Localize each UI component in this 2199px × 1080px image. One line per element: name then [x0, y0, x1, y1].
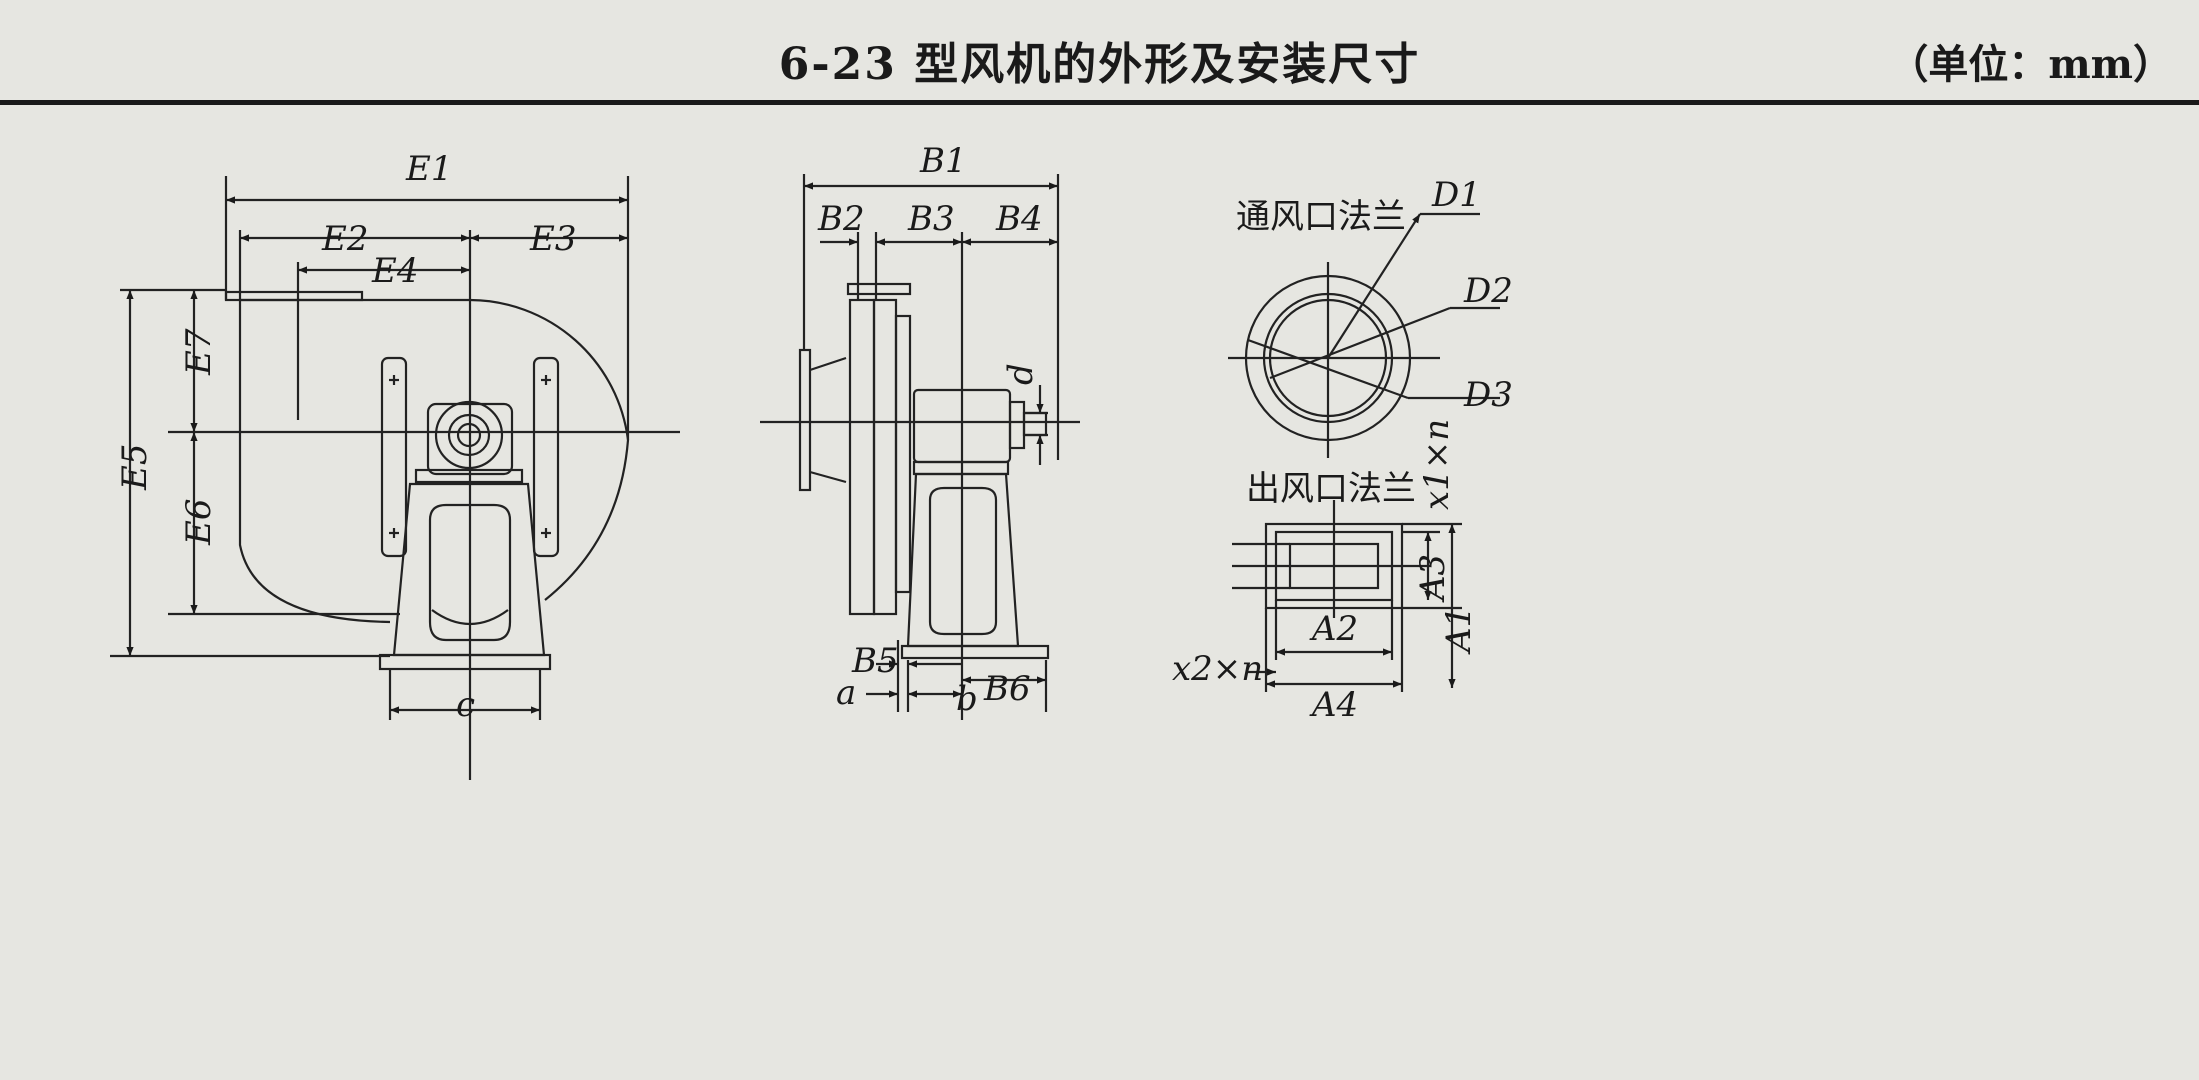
label-x2n: x2×n: [1172, 649, 1263, 689]
label-b: b: [956, 679, 978, 719]
label-c: c: [456, 685, 475, 725]
label-D2: D2: [1463, 271, 1513, 311]
header-rule: [0, 100, 2199, 105]
label-B6: B6: [983, 669, 1031, 709]
label-a: a: [836, 673, 856, 713]
label-d: d: [1001, 363, 1041, 385]
label-x1n: x1×n: [1417, 419, 1457, 510]
outlet-flange-drawing: [1232, 500, 1462, 692]
unit-label: （单位：mm）: [1888, 41, 2173, 88]
front-view: [110, 176, 680, 780]
label-E2: E2: [321, 219, 368, 259]
label-E5: E5: [115, 444, 155, 491]
label-A2: A2: [1309, 609, 1358, 649]
inlet-flange-title: 通风口法兰: [1236, 197, 1406, 237]
side-view: [760, 174, 1080, 720]
outlet-flange-title: 出风口法兰: [1246, 469, 1416, 509]
label-B2: B2: [817, 199, 865, 239]
label-E1: E1: [405, 149, 452, 189]
label-E4: E4: [371, 251, 418, 291]
label-E7: E7: [179, 328, 219, 376]
label-B1: B1: [919, 141, 967, 181]
label-A1: A1: [1439, 606, 1479, 655]
label-E3: E3: [529, 219, 576, 259]
label-D3: D3: [1463, 375, 1513, 415]
page-title: 6-23 型风机的外形及安装尺寸: [778, 39, 1421, 90]
label-A3: A3: [1413, 554, 1453, 603]
label-E6: E6: [179, 499, 219, 546]
label-B3: B3: [907, 199, 955, 239]
label-D1: D1: [1431, 175, 1481, 215]
label-A4: A4: [1309, 685, 1358, 725]
inlet-flange-drawing: [1228, 212, 1500, 458]
label-B4: B4: [995, 199, 1043, 239]
label-B5: B5: [851, 641, 899, 681]
